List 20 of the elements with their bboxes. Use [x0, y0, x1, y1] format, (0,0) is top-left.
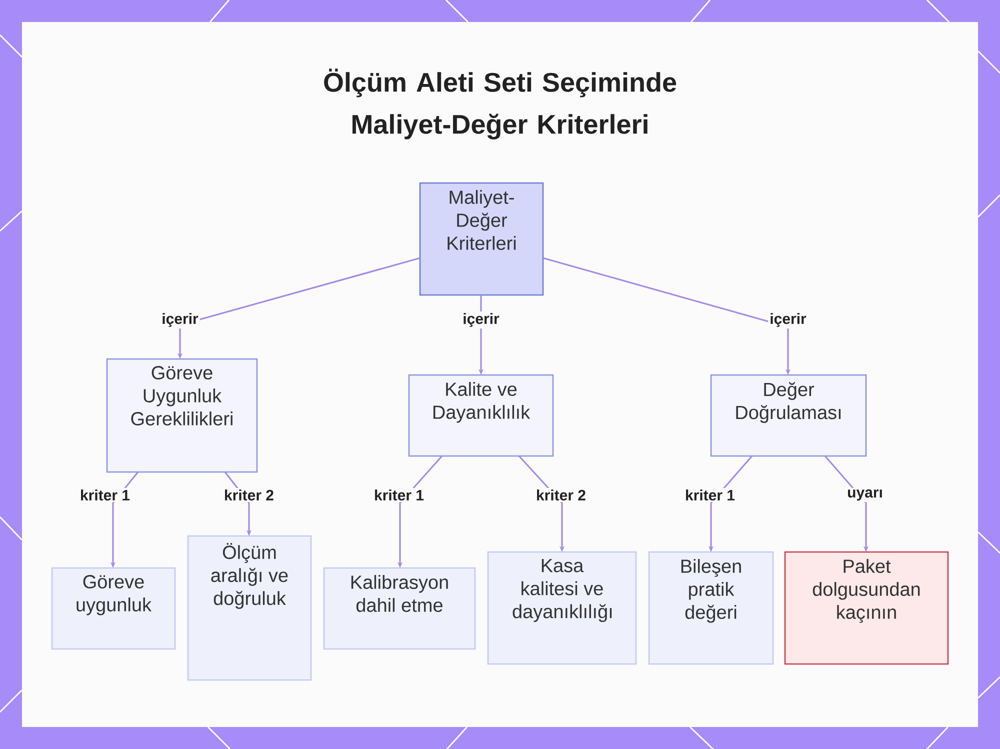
edge-label: uyarı [846, 488, 884, 502]
edge-label: kriter 2 [534, 488, 588, 502]
edge-label: kriter 1 [684, 488, 737, 502]
edge-label: içerir [160, 312, 200, 328]
edge-label: kriter 1 [372, 488, 426, 502]
process-box: Göreve uygunluk [51, 567, 176, 650]
process-box: Kasa kalitesi ve dayanıklılığı [487, 551, 637, 665]
process-box: Kalibrasyon dahil etme [323, 567, 476, 650]
process-box: Ölçüm aralığı ve doğruluk [187, 535, 312, 681]
process-box: Bileşen pratik değeri [648, 551, 774, 665]
process-box: Maliyet-Değer Kriterleri [419, 182, 544, 296]
edge-label: kriter 1 [78, 488, 132, 502]
process-box: Göreve Uygunluk Gereklilikleri [106, 358, 258, 473]
edge-label: içerir [768, 312, 808, 328]
edge-label: içerir [461, 312, 501, 328]
process-box: Paket dolgusundan kaçının [784, 551, 949, 665]
title: Ölçüm Aleti Seti Seçiminde Maliyet-Değer Kriterleri [324, 68, 676, 140]
process-box: Değer Doğrulaması [710, 374, 867, 457]
edge-label: kriter 2 [222, 488, 276, 502]
process-box: Kalite ve Dayanıklılık [408, 374, 554, 457]
